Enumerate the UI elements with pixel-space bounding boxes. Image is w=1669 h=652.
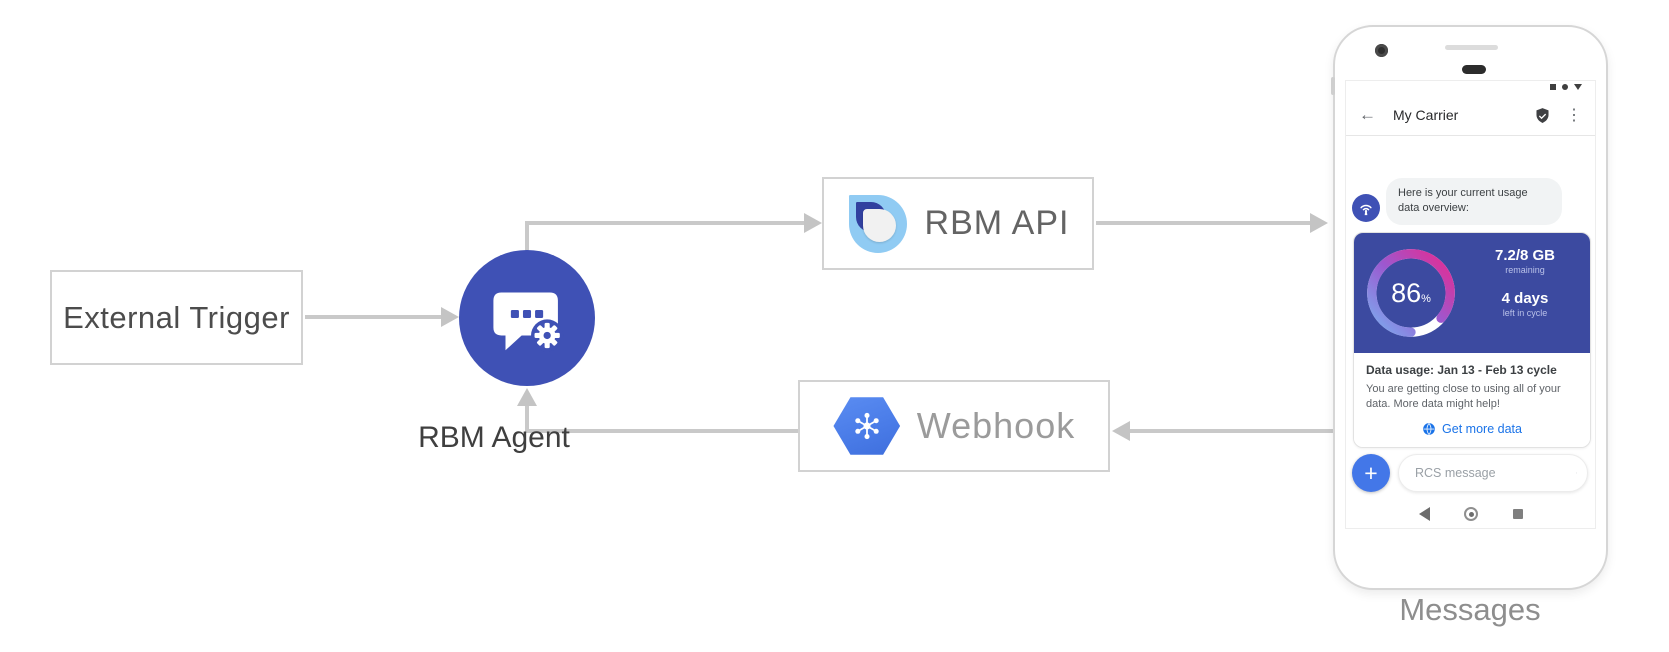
node-webhook: Webhook xyxy=(798,380,1110,472)
chat-bubble-gear-icon xyxy=(493,292,564,352)
node-rbm-api: RBM API xyxy=(822,177,1094,270)
add-attachment-button[interactable]: + xyxy=(1352,454,1390,492)
conversation-title: My Carrier xyxy=(1393,107,1459,123)
arrow-trigger-to-agent xyxy=(305,315,443,319)
send-icon[interactable] xyxy=(1576,464,1577,482)
compose-field xyxy=(1398,454,1588,492)
globe-icon xyxy=(1423,422,1435,435)
arrowhead-webhook-to-agent xyxy=(517,388,537,406)
recents-square-icon[interactable] xyxy=(1512,509,1523,519)
back-arrow-icon[interactable]: ← xyxy=(1359,105,1376,124)
data-remaining-value: 7.2/8 GB xyxy=(1494,247,1556,264)
triangle-down-icon xyxy=(1574,84,1582,90)
node-external-trigger: External Trigger xyxy=(50,270,303,365)
webhook-label: Webhook xyxy=(916,405,1076,446)
days-left-label: left in cycle xyxy=(1502,308,1548,318)
usage-card-body: Data usage: Jan 13 - Feb 13 cycle You ar… xyxy=(1354,353,1590,447)
speaker-pill xyxy=(1462,65,1486,74)
arrowhead-phone-to-webhook xyxy=(1112,421,1130,441)
get-more-data-button[interactable]: Get more data xyxy=(1366,422,1578,436)
kebab-menu-icon[interactable]: ⋮ xyxy=(1566,107,1582,124)
line-webhook-to-agent xyxy=(525,429,798,433)
arrowhead-agent-to-api xyxy=(804,213,822,233)
phone-mockup: ← My Carrier ⋮ Here is your current usag… xyxy=(1331,25,1608,590)
volume-button xyxy=(1331,77,1335,95)
arrowhead-trigger-to-agent xyxy=(441,307,459,327)
gauge-percent: 86 % xyxy=(1391,277,1431,308)
days-left-value: 4 days xyxy=(1501,290,1549,307)
earpiece-slit xyxy=(1445,45,1498,50)
line-webhook-up xyxy=(525,405,529,433)
usage-card-header: 86 % 7.2/8 GB remaining 4 days left in c… xyxy=(1354,233,1590,353)
usage-stats: 7.2/8 GB remaining 4 days left in cycle xyxy=(1466,247,1584,318)
line-agent-up xyxy=(525,221,529,252)
status-bar-icons xyxy=(1550,84,1582,90)
usage-gauge: 86 % xyxy=(1362,244,1460,342)
rbm-api-label: RBM API xyxy=(924,204,1070,242)
square-icon xyxy=(1550,84,1556,90)
cycle-body: You are getting close to using all of yo… xyxy=(1366,383,1561,411)
arrowhead-api-to-phone xyxy=(1310,213,1328,233)
usage-card: 86 % 7.2/8 GB remaining 4 days left in c… xyxy=(1353,232,1591,448)
agent-avatar xyxy=(1352,194,1380,222)
home-circle-icon[interactable] xyxy=(1464,507,1478,521)
line-api-to-phone xyxy=(1096,221,1310,225)
phone-screen: ← My Carrier ⋮ Here is your current usag… xyxy=(1345,80,1596,529)
line-agent-to-api xyxy=(525,221,805,225)
line-phone-to-webhook xyxy=(1130,429,1333,433)
rbm-agent-label: RBM Agent xyxy=(418,421,570,454)
node-rbm-agent xyxy=(459,250,595,386)
hotspot-icon xyxy=(1360,204,1372,216)
external-trigger-label: External Trigger xyxy=(63,299,290,335)
dot-icon xyxy=(1562,84,1568,90)
android-nav-bar xyxy=(1346,499,1595,528)
rbm-api-logo-icon xyxy=(847,193,909,255)
data-remaining-label: remaining xyxy=(1505,265,1545,275)
rcs-message-input[interactable] xyxy=(1415,466,1576,480)
webhook-hexagon-icon xyxy=(833,397,901,455)
back-triangle-icon[interactable] xyxy=(1418,507,1430,521)
agent-message-bubble: Here is your current usage data overview… xyxy=(1386,178,1562,225)
messages-caption: Messages xyxy=(1399,592,1541,627)
shield-check-icon xyxy=(1536,107,1549,123)
get-more-data-label: Get more data xyxy=(1442,421,1522,436)
app-bar: ← My Carrier ⋮ xyxy=(1346,95,1595,136)
front-camera xyxy=(1375,44,1388,57)
cycle-title: Data usage: Jan 13 - Feb 13 cycle xyxy=(1366,363,1557,377)
